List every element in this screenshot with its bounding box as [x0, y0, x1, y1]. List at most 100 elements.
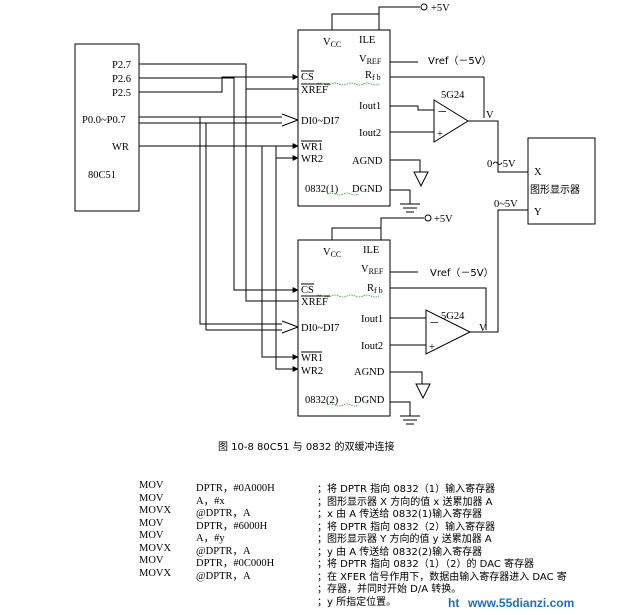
dac1-cs: CS	[301, 72, 314, 83]
code-arg: A，#y	[196, 533, 225, 544]
supply2-wire	[380, 217, 424, 228]
dac1-rfb: Rf b	[365, 70, 381, 82]
dac2-box	[297, 239, 391, 417]
dac1-squiggle-2	[326, 192, 360, 196]
figure-caption: 图 10-8 80C51 与 0832 的双缓冲连接	[218, 442, 395, 453]
dac2-vref: VREF	[361, 264, 384, 276]
opamp1-plus: +	[437, 129, 443, 140]
dac2-squiggle-2	[326, 403, 360, 407]
dac2-dgnd: DGND	[354, 395, 385, 406]
dac1-squiggle-1	[314, 82, 380, 86]
dac1-iout1: Iout1	[359, 101, 381, 112]
code-comment: ；y 由 A 传送给 0832(2)输入寄存器	[317, 546, 483, 558]
dac2-rfb-wire	[390, 287, 487, 330]
opamp2-plus: +	[429, 342, 435, 353]
display-x-label: X	[534, 167, 542, 178]
code-arg: @DPTR，A	[196, 508, 251, 519]
dac2-wr1: WR1	[301, 353, 323, 364]
watermark-prefix: ht	[448, 596, 460, 610]
code-op: MOV	[139, 517, 164, 529]
dac2-rfb: Rf b	[367, 283, 383, 295]
supply2-label: +5V	[434, 214, 453, 225]
opamp2-name: 5G24	[441, 311, 465, 322]
display-box	[527, 137, 596, 225]
bus-down-2	[205, 123, 282, 331]
code-arg: @DPTR，A	[196, 545, 251, 557]
code-comment: ；将 DPTR 指向 0832（1）（2）的 DAC 寄存器	[317, 559, 535, 570]
opamp2-out: V	[479, 323, 487, 334]
dac2-wiring: +5V Vref（－5V）	[331, 214, 494, 425]
code-op: MOVX	[139, 505, 172, 516]
dac2-squiggle-1	[314, 294, 380, 298]
dac1-vcc: VCC	[323, 37, 341, 49]
dac1-agnd-wire	[390, 159, 421, 172]
dac1-name: 0832(1)	[305, 184, 339, 195]
mcu-box	[74, 43, 140, 212]
mcu-name: 80C51	[88, 170, 116, 181]
opamp2-minus: －	[429, 318, 440, 329]
opamp2: 5G24 － + V	[425, 209, 528, 355]
opamp1-out: V	[486, 110, 494, 121]
dac1-iout2: Iout2	[359, 128, 381, 139]
range2-label: 0~5V	[494, 199, 518, 210]
dac1-iout1-wire	[390, 105, 434, 111]
code-arg: A，#x	[196, 495, 225, 507]
supply2-terminal	[424, 214, 432, 222]
mcu-80c51: P2.7 P2.6 P2.5 P0.0~P0.7 WR 80C51	[74, 43, 140, 212]
code-comment: ；将 DPTR 指向 0832（1）输入寄存器	[317, 484, 496, 495]
opamp1-out-wire	[468, 120, 528, 173]
dac2-name: 0832(2)	[305, 395, 339, 406]
dac2-iout1: Iout1	[361, 314, 383, 325]
dac1-vref-ext: Vref（－5V）	[428, 55, 492, 67]
code-op: MOVX	[139, 542, 172, 554]
dac1-wr2: WR2	[301, 154, 323, 165]
dac1-agnd: AGND	[352, 156, 383, 167]
dac1-rfb-wire	[390, 76, 485, 118]
supply1-terminal	[420, 3, 428, 11]
code-comment: ；在 XFER 信号作用下，数据由输入寄存器进入 DAC 寄	[317, 571, 567, 583]
graphic-display: X 图形显示器 Y	[527, 137, 596, 225]
code-op: MOVX	[139, 567, 172, 579]
range1-label: 0～5V	[487, 159, 516, 170]
code-arg: DPTR，#6000H	[196, 520, 268, 532]
opamp1-triangle	[433, 99, 469, 143]
bus-down-1	[199, 117, 282, 325]
bus-wires	[139, 63, 300, 372]
dac1: VCC ILE VREF Rf b CS XREF Iout1 Iout2 DI…	[297, 29, 391, 207]
wire-p27-xref2	[245, 89, 298, 302]
opamp2-out-wire	[470, 209, 528, 333]
code-comment: ；x 由 A 传送给 0832(1)输入寄存器	[317, 509, 483, 520]
dac1-ile: ILE	[359, 35, 375, 46]
dac2-iout2: Iout2	[361, 341, 383, 352]
dac1-vcc-ile-wire	[331, 13, 380, 30]
bus-arrow-2	[281, 320, 300, 334]
code-op: MOV	[139, 530, 164, 541]
dac1-agnd-symbol	[413, 171, 429, 188]
watermark-site: www.55dianzi.com	[468, 596, 575, 610]
dac2-agnd-symbol	[415, 383, 431, 400]
wire-wr-wr2a	[275, 146, 299, 161]
dac2-cs: CS	[301, 285, 314, 296]
code-comment: ；存器，并同时开始 D/A 转换。	[317, 584, 462, 595]
code-comment: ；图形显示器 X 方向的值 x 送累加器 A	[317, 496, 493, 508]
wire-wr-wr2b	[275, 158, 299, 372]
wire-p25-cs1	[139, 74, 299, 93]
wire-p26-cs2	[139, 77, 299, 293]
dac2-vcc-ile-wire	[331, 227, 382, 240]
dac1-wr1: WR1	[301, 142, 323, 153]
bus-arrow-1	[281, 113, 300, 127]
dac1-box	[297, 29, 391, 207]
opamp2-triangle	[425, 309, 472, 355]
code-comment: ；图形显示器 Y 方向的值 y 送累加器 A	[317, 534, 492, 545]
opamp1-name: 5G24	[441, 90, 465, 101]
pin-wr-label: WR	[112, 142, 129, 153]
dac1-wiring: +5V Vref（－5V）	[331, 3, 492, 213]
code-comment: ；y 所指定位置。	[317, 596, 397, 608]
supply1-label: +5V	[431, 3, 450, 14]
pin-p27-label: P2.7	[112, 60, 131, 71]
pin-p25-label: P2.5	[112, 88, 131, 99]
dac2: VCC ILE VREF Rf b CS XREF Iout1 Iout2 DI…	[297, 239, 391, 417]
dac2-di: DI0~DI7	[301, 323, 339, 334]
dac1-di: DI0~DI7	[301, 116, 339, 127]
